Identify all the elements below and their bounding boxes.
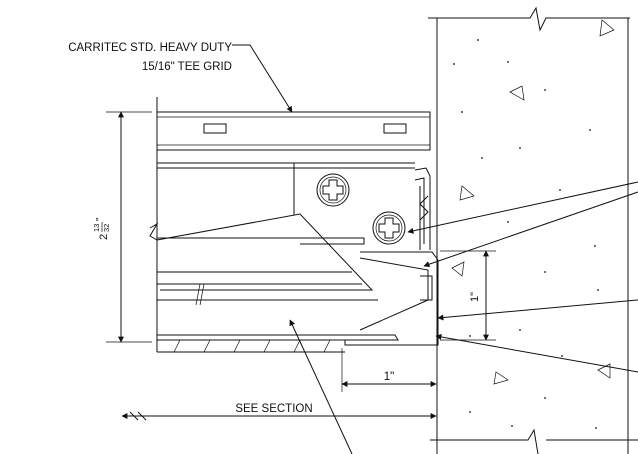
grid-slot-right — [383, 123, 407, 134]
see-section-dimension — [121, 411, 437, 421]
height-dim-label: 2 13 32 " — [92, 217, 111, 240]
ceiling-panel-edge — [156, 213, 399, 353]
wall-angle-bracket — [300, 167, 439, 346]
side-dim-label: 1" — [469, 292, 481, 302]
height-dim-inch: " — [95, 217, 106, 221]
height-dimension — [106, 111, 152, 343]
grid-callout-line1: CARRITEC STD. HEAVY DUTY — [68, 42, 232, 54]
grid-slot-left — [203, 123, 227, 134]
height-dim-whole: 2 — [98, 234, 110, 240]
bottom-dim-label: 1" — [384, 371, 394, 383]
screw-upper-icon — [316, 173, 350, 207]
tee-grid-section — [156, 97, 431, 352]
see-section-label: SEE SECTION — [235, 403, 312, 415]
height-dim-den: 32 — [102, 224, 111, 232]
height-dim-num: 13 — [92, 224, 101, 232]
leader-lines — [232, 44, 638, 454]
side-dimension — [440, 250, 496, 341]
break-line — [149, 222, 159, 241]
grid-callout-line2: 15/16" TEE GRID — [142, 61, 232, 73]
concrete-wall — [428, 6, 638, 454]
bottom-dimension — [341, 348, 437, 392]
screw-lower-icon — [372, 211, 406, 245]
